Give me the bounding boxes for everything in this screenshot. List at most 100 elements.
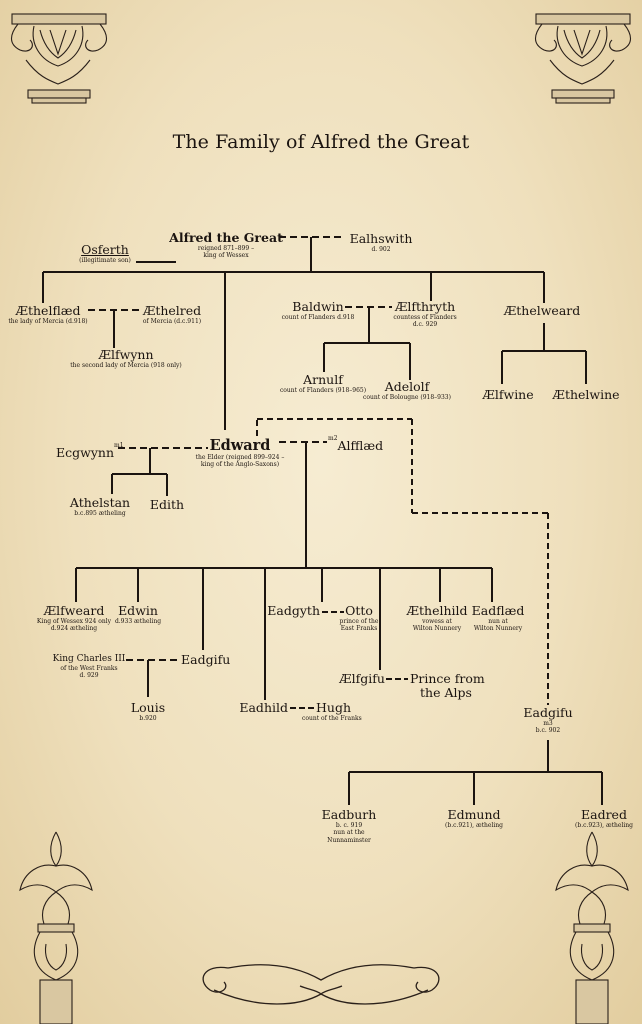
person-detail: King of Wessex 924 only bbox=[36, 617, 112, 625]
person-name: Æthelhild bbox=[406, 603, 468, 618]
person-name: Eadhild bbox=[239, 700, 288, 715]
person-name: Eadgyth bbox=[267, 603, 320, 618]
person-detail: count of Flanders (918–965) bbox=[279, 386, 367, 394]
person-detail: count of Flanders d.918 bbox=[281, 313, 355, 321]
person-aethelhild: Æthelhild vowess at Wilton Nunnery bbox=[406, 604, 467, 633]
finial-ornament-bottom-right bbox=[555, 831, 629, 1024]
person-name: Baldwin bbox=[292, 299, 344, 314]
person-detail: b. c. 919 bbox=[335, 821, 363, 829]
person-name: Louis bbox=[130, 700, 166, 715]
person-hugh: Hugh count of the Franks bbox=[302, 700, 362, 722]
person-detail: East Franks bbox=[340, 625, 378, 633]
person-aethelred: Æthelred of Mercia (d.c.911) bbox=[143, 304, 201, 325]
person-eadred: Eadred (b.c.923), ætheling bbox=[575, 808, 633, 829]
person-ecgwynn: Ecgwynnm1 bbox=[56, 442, 124, 461]
person-detail: nun at bbox=[488, 617, 508, 625]
person-detail: the second lady of Mercia (918 only) bbox=[70, 361, 182, 369]
person-detail: d.c. 929 bbox=[412, 321, 438, 329]
person-detail: (b.c.921), ætheling bbox=[445, 821, 503, 829]
person-detail: the Elder (reigned 899–924 – bbox=[195, 453, 285, 461]
person-detail: d.924 ætheling bbox=[50, 625, 98, 633]
person-name: Alfred the Great bbox=[169, 230, 283, 245]
person-name: Edwin bbox=[118, 603, 158, 618]
person-detail: d.933 ætheling bbox=[114, 617, 162, 625]
person-prince-from-the-alps: Prince from the Alps bbox=[410, 672, 485, 700]
person-detail: (illegitimate son) bbox=[79, 256, 131, 264]
finial-ornament-bottom-left bbox=[19, 831, 93, 1024]
person-alfflaed: m2Alfflæd bbox=[328, 435, 383, 454]
person-edward: Edward the Elder (reigned 899–924 – king… bbox=[196, 438, 285, 469]
person-edith: Edith bbox=[150, 498, 184, 512]
person-name: Prince from bbox=[410, 671, 485, 686]
person-name: Ealhswith bbox=[349, 231, 413, 246]
person-detail: b.c. 902 bbox=[535, 727, 561, 735]
person-aethelweard: Æthelweard bbox=[504, 304, 581, 318]
person-name: Ælfwynn bbox=[98, 347, 154, 362]
person-name: Athelstan bbox=[69, 495, 131, 510]
person-detail: b.920 bbox=[139, 714, 157, 722]
person-detail: d. 929 bbox=[79, 672, 99, 680]
marriage-mark: m1 bbox=[114, 442, 124, 449]
person-name: Æthelwine bbox=[552, 387, 620, 402]
person-name: Otto bbox=[345, 603, 373, 618]
page-title: The Family of Alfred the Great bbox=[172, 131, 470, 153]
person-aelfwynn: Ælfwynn the second lady of Mercia (918 o… bbox=[70, 348, 181, 369]
person-name: Æthelweard bbox=[503, 303, 581, 318]
person-name: Æthelflæd bbox=[15, 303, 81, 318]
person-name: Adelolf bbox=[384, 379, 430, 394]
person-detail: king of the Anglo-Saxons) bbox=[200, 461, 280, 469]
person-eadgifu-daughter: Eadgifu bbox=[181, 653, 230, 667]
person-detail: of the West Franks bbox=[60, 664, 118, 672]
person-detail: m3 bbox=[543, 719, 553, 727]
person-name: Eadred bbox=[581, 807, 627, 822]
person-aethelflaed: Æthelflæd the lady of Mercia (d.918) bbox=[8, 304, 87, 325]
person-eadflaed: Eadflæd nun at Wilton Nunnery bbox=[472, 604, 525, 633]
person-athelstan: Athelstan b.c.895 ætheling bbox=[70, 496, 130, 517]
person-arnulf: Arnulf count of Flanders (918–965) bbox=[280, 373, 366, 394]
person-name: Edith bbox=[149, 497, 185, 512]
person-detail: count of the Franks bbox=[302, 714, 362, 722]
person-detail: d. 902 bbox=[371, 245, 391, 253]
person-louis: Louis b.920 bbox=[131, 701, 165, 722]
marriage-mark: m2 bbox=[328, 435, 338, 442]
person-name: Ælfweard bbox=[43, 603, 105, 618]
person-name: Ecgwynn bbox=[56, 445, 114, 460]
person-name: Ælfwine bbox=[482, 387, 534, 402]
person-detail: king of Wessex bbox=[203, 252, 249, 260]
person-name: Edward bbox=[209, 437, 271, 454]
person-detail: Wilton Nunnery bbox=[473, 625, 523, 633]
person-aelfthryth: Ælfthryth countess of Flanders d.c. 929 bbox=[393, 300, 456, 329]
person-edmund: Edmund (b.c.921), ætheling bbox=[445, 808, 503, 829]
person-otto: Otto prince of the East Franks bbox=[340, 604, 379, 633]
person-name: Ælfthryth bbox=[394, 299, 456, 314]
person-name: Eadburh bbox=[321, 807, 377, 822]
person-name: Arnulf bbox=[303, 372, 343, 387]
person-osferth: Osferth (illegitimate son) bbox=[79, 243, 131, 264]
person-aelfgifu: Ælfgifu bbox=[339, 672, 385, 686]
person-detail: the lady of Mercia (d.918) bbox=[8, 317, 88, 325]
person-detail: vowess at bbox=[422, 617, 452, 625]
capital-ornament-top-left bbox=[10, 13, 108, 104]
person-detail: nun at the bbox=[333, 829, 365, 837]
person-name: Hugh bbox=[316, 700, 352, 715]
person-detail: count of Bolougne (918–933) bbox=[363, 393, 451, 401]
person-eadgyth: Eadgyth bbox=[267, 604, 320, 618]
person-eadburh: Eadburh b. c. 919 nun at the Nunnaminste… bbox=[322, 808, 377, 844]
person-detail: prince of the bbox=[339, 617, 379, 625]
person-aethelwine: Æthelwine bbox=[552, 388, 619, 402]
person-aelfweard: Ælfweard King of Wessex 924 only d.924 æ… bbox=[37, 604, 111, 633]
capital-ornament-top-right bbox=[534, 13, 632, 104]
person-name: King Charles III bbox=[52, 654, 126, 664]
person-name: Eadgifu bbox=[181, 652, 231, 667]
person-alfred: Alfred the Great reigned 871–899 – king … bbox=[169, 231, 283, 260]
person-detail: b.c.895 ætheling bbox=[74, 509, 126, 517]
person-aelfwine: Ælfwine bbox=[482, 388, 533, 402]
person-edwin: Edwin d.933 ætheling bbox=[115, 604, 161, 625]
person-charles: King Charles III of the West Franks d. 9… bbox=[52, 654, 126, 680]
person-name: Æthelred bbox=[142, 303, 202, 318]
person-detail: (b.c.923), ætheling bbox=[575, 821, 633, 829]
person-eadgifu-wife: Eadgifu m3 b.c. 902 bbox=[523, 706, 572, 735]
person-name: Osferth bbox=[81, 242, 129, 257]
